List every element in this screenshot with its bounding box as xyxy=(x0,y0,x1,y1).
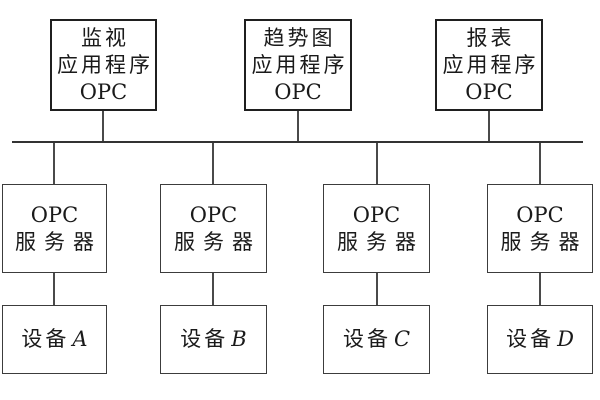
node-label: OPC xyxy=(274,79,322,104)
connector-bus-to-server-2 xyxy=(212,143,214,184)
node-label: 应用程序 xyxy=(251,52,348,77)
node-opc-server-3: OPC 服务器 xyxy=(323,184,430,273)
connector-bus-to-server-4 xyxy=(539,143,541,184)
node-opc-server-1: OPC 服务器 xyxy=(2,184,107,273)
node-label: 监视 xyxy=(81,25,129,50)
device-word: 设备 xyxy=(180,327,229,351)
node-label: 应用程序 xyxy=(442,52,539,77)
device-letter: D xyxy=(557,327,574,351)
device-letter: C xyxy=(393,327,411,351)
connector-server-4-to-device-d xyxy=(539,273,541,305)
node-opc-server-4: OPC 服务器 xyxy=(487,184,593,273)
node-report-application: 报表 应用程序 OPC xyxy=(435,19,543,111)
node-label: OPC xyxy=(189,202,238,227)
node-label: 应用程序 xyxy=(57,52,153,77)
node-label: 服务器 xyxy=(15,229,102,254)
device-word: 设备 xyxy=(21,327,70,351)
device-word: 设备 xyxy=(506,327,555,351)
node-label: 服务器 xyxy=(500,229,588,254)
device-letter: A xyxy=(72,327,88,351)
device-letter: B xyxy=(231,327,247,351)
node-label: 服务器 xyxy=(337,229,424,254)
node-trend-application: 趋势图 应用程序 OPC xyxy=(244,19,352,111)
connector-server-2-to-device-b xyxy=(212,273,214,305)
node-label: OPC xyxy=(30,202,79,227)
connector-app-report-to-bus xyxy=(488,111,490,142)
device-word: 设备 xyxy=(342,327,391,351)
node-label: 趋势图 xyxy=(263,25,336,50)
node-label: OPC xyxy=(516,202,564,227)
node-opc-server-2: OPC 服务器 xyxy=(160,184,267,273)
node-label: 报表 xyxy=(466,25,515,50)
node-label: OPC xyxy=(352,202,401,227)
connector-server-1-to-device-a xyxy=(53,273,55,305)
connector-app-trend-to-bus xyxy=(297,111,299,142)
connector-app-monitor-to-bus xyxy=(102,111,104,142)
network-bus-line xyxy=(12,141,583,143)
node-label: OPC xyxy=(79,79,128,104)
connector-bus-to-server-1 xyxy=(53,143,55,184)
connector-bus-to-server-3 xyxy=(376,143,378,184)
connector-server-3-to-device-c xyxy=(376,273,378,305)
node-monitor-application: 监视 应用程序 OPC xyxy=(50,19,157,111)
node-label: 服务器 xyxy=(174,229,261,254)
node-label: OPC xyxy=(465,79,513,104)
